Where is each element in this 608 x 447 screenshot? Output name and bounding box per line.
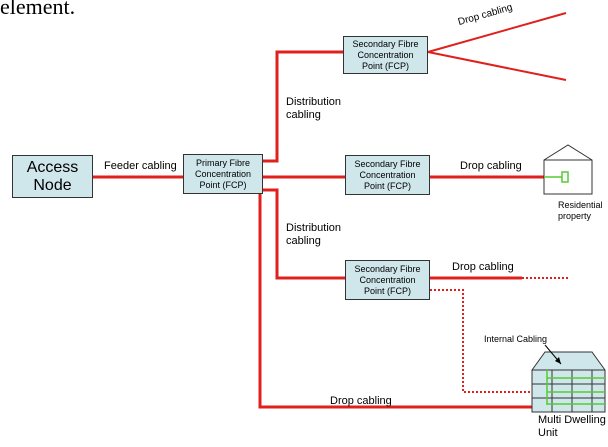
multi-dwelling-unit-icon <box>531 351 606 413</box>
drop-cabling-low-label: Drop cabling <box>452 261 514 273</box>
secondary-fcp-mid-label: Secondary Fibre Concentration Point (FCP… <box>354 158 421 191</box>
dotted-cable-to-mdu <box>430 289 532 393</box>
residential-house-icon <box>543 144 593 195</box>
header-fragment: element. <box>0 0 76 19</box>
secondary-fcp-mid-box: Secondary Fibre Concentration Point (FCP… <box>345 155 430 195</box>
drop-cable-top-2 <box>427 51 567 81</box>
residential-property-label: Residential property <box>558 200 603 221</box>
multi-dwelling-unit-label: Multi Dwelling Unit <box>538 414 606 439</box>
access-node-label: Access Node <box>26 158 79 194</box>
internal-cabling-label: Internal Cabling <box>484 334 548 344</box>
secondary-fcp-low-box: Secondary Fibre Concentration Point (FCP… <box>345 260 430 300</box>
drop-cable-top-1 <box>427 12 567 53</box>
distribution-cabling-upper-label: Distribution cabling <box>286 96 342 121</box>
distribution-cable-upper <box>263 50 343 163</box>
drop-cabling-mid-label: Drop cabling <box>460 160 522 172</box>
primary-fcp-box: Primary Fibre Concentration Point (FCP) <box>183 154 263 194</box>
secondary-fcp-top-box: Secondary Fibre Concentration Point (FCP… <box>343 36 428 74</box>
feeder-cabling-label: Feeder cabling <box>104 160 177 172</box>
drop-cable-bottom <box>258 190 532 409</box>
distribution-cable-lower <box>263 188 345 280</box>
secondary-fcp-low-label: Secondary Fibre Concentration Point (FCP… <box>354 263 421 296</box>
access-node-box: Access Node <box>12 155 93 198</box>
drop-cabling-bottom-label: Drop cabling <box>330 395 392 407</box>
secondary-fcp-top-label: Secondary Fibre Concentration Point (FCP… <box>352 38 419 71</box>
internal-cabling-arrowhead <box>555 357 561 364</box>
distribution-cabling-lower-label: Distribution cabling <box>286 222 342 247</box>
primary-fcp-label: Primary Fibre Concentration Point (FCP) <box>194 157 252 190</box>
mdu-internal-cabling <box>546 370 605 405</box>
house-internal-wiring <box>544 171 569 183</box>
